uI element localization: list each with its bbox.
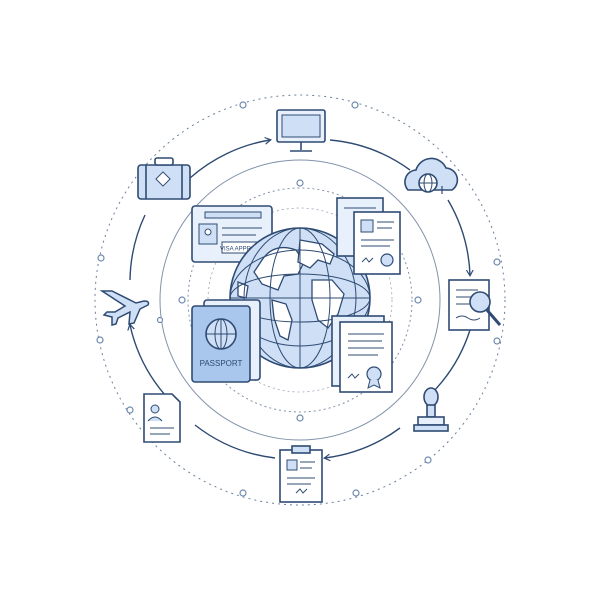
rubber-stamp-icon (413, 387, 449, 432)
suitcase-icon (137, 157, 191, 200)
orbit-dots (96, 101, 501, 497)
passport-label: PASSPORT (200, 359, 243, 368)
passport-icon (191, 299, 261, 383)
monitor-icon (276, 109, 326, 152)
visa-approved-label: VISA APPROVED (220, 247, 269, 253)
clipboard-form-icon (279, 445, 323, 503)
cloud-globe-icon (404, 157, 459, 194)
stacked-documents-icon (336, 197, 401, 275)
certificate-icon (331, 315, 393, 393)
profile-document-icon (143, 393, 181, 443)
airplane-icon (99, 290, 150, 326)
document-search-icon (448, 279, 502, 331)
